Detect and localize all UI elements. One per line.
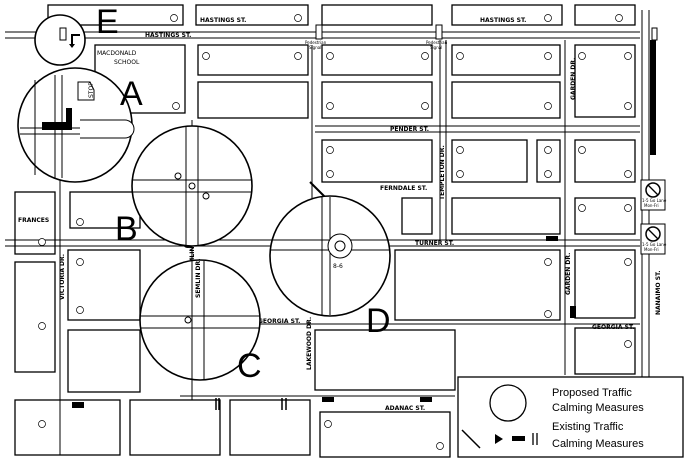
proposed-measure-circle-icon	[489, 384, 527, 422]
georgia-label-2: GEORGIA ST.	[592, 324, 634, 331]
ferndale-label: FERNDALE ST.	[380, 185, 427, 192]
school-label-2: SCHOOL	[114, 59, 140, 66]
hastings-label-3: HASTINGS ST.	[480, 17, 526, 24]
zone-b-circle[interactable]	[131, 125, 253, 247]
turn-restriction-signs: 1-5 Go Lane Mon-Fri 1-5 Go Lane Mon-Fri	[640, 179, 667, 255]
legend-existing-1: Existing Traffic	[552, 421, 624, 433]
zone-e-circle[interactable]	[34, 14, 86, 66]
pender-label: PENDER ST.	[390, 126, 429, 133]
zone-label-d: D	[366, 302, 391, 340]
hastings-label-2: HASTINGS ST.	[145, 32, 191, 39]
legend-existing-2: Calming Measures	[552, 438, 644, 450]
garden-label-2: GARDEN DR.	[565, 253, 572, 295]
garden-label-1: GARDEN DR.	[570, 58, 577, 100]
sign-text-1a: 1-5 Go Lane	[642, 198, 667, 203]
median-barrier	[650, 40, 656, 155]
d-code-label: 8-6	[333, 263, 343, 270]
ped-signal-label-1b: Signal	[309, 45, 321, 50]
address-markers	[38, 14, 632, 450]
adanac-label: ADANAC ST.	[385, 405, 425, 412]
diverter-icon	[461, 429, 481, 449]
zone-label-b: B	[115, 210, 138, 248]
legend-proposed-2: Calming Measures	[552, 402, 644, 414]
ped-signal-label-2: Pedestrian	[426, 40, 448, 45]
ped-signal-label-1: Pedestrian	[305, 40, 327, 45]
lakewood-label: LAKEWOOD DR.	[306, 317, 313, 370]
triangle-marker-icon	[495, 434, 503, 444]
nanaimo-label: NANAIMO ST.	[655, 270, 662, 315]
zone-label-c: C	[237, 347, 262, 385]
zone-d-circle[interactable]: 8-6	[269, 195, 391, 317]
sign-text-2b: Mon-Fri	[644, 247, 659, 252]
zone-letters: E A B C D	[96, 3, 391, 385]
georgia-label-1: GEORGIA ST.	[258, 318, 300, 325]
school-label: MACDONALD	[97, 50, 137, 57]
legend-proposed-1: Proposed Traffic	[552, 387, 632, 399]
turner-label: TURNER ST.	[415, 240, 454, 247]
sign-text-2a: 1-5 Go Lane	[642, 242, 667, 247]
frances-label: FRANCES	[18, 217, 49, 224]
zone-a-circle[interactable]: STOP	[17, 67, 135, 183]
places: MACDONALD SCHOOL Pedestrian Signal Pedes…	[97, 40, 448, 66]
ped-signal-label-2b: Signal	[430, 45, 442, 50]
street-labels: HASTINGS ST. HASTINGS ST. HASTINGS ST. P…	[18, 17, 662, 412]
zone-label-a: A	[120, 75, 143, 113]
victoria-label: VICTORIA DR.	[59, 254, 66, 300]
semlin-label: SEMLIN	[189, 247, 196, 272]
zone-label-e: E	[96, 3, 119, 41]
stop-sign-label: STOP	[88, 82, 95, 98]
semlin-dr-label: SEMLIN DR.	[195, 258, 202, 298]
speed-hump-icon	[512, 436, 525, 441]
sign-text-1b: Mon-Fri	[644, 203, 659, 208]
hastings-label-1: HASTINGS ST.	[200, 17, 246, 24]
city-blocks	[14, 4, 636, 458]
templeton-label: TEMPLETON DR.	[439, 145, 446, 200]
zone-c-circle[interactable]: SEMLIN DR.	[139, 258, 261, 381]
legend: Proposed Traffic Calming Measures Existi…	[457, 376, 684, 458]
